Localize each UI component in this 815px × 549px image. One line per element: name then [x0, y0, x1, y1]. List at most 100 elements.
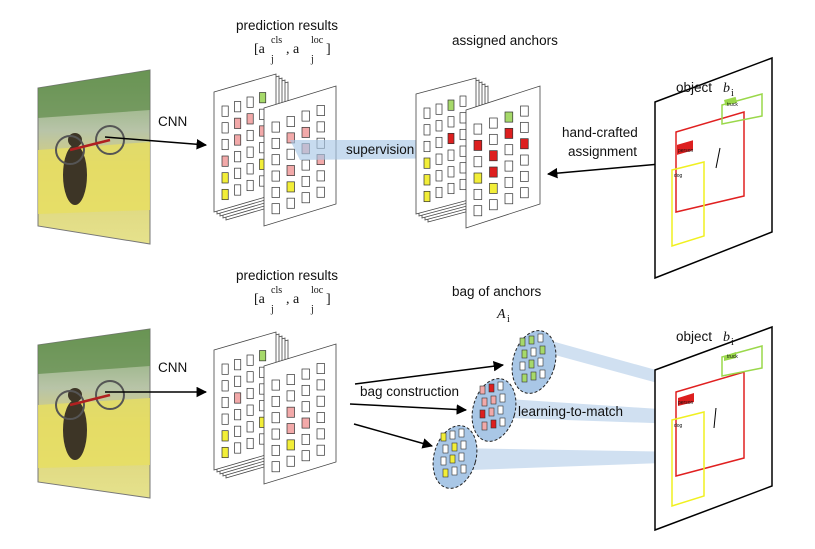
- anchor-cell: [504, 160, 514, 172]
- svg-text:j: j: [310, 54, 314, 65]
- bag-anchor-cell: [539, 345, 546, 355]
- bag-anchor-cell: [460, 464, 467, 474]
- bottom-prediction-title: prediction results: [236, 268, 338, 283]
- anchor-cell: [504, 176, 514, 188]
- anchor-cell: [271, 121, 280, 133]
- anchor-cell: [520, 187, 529, 199]
- bag-anchor-cell: [440, 432, 447, 442]
- anchor-cell: [271, 428, 280, 440]
- svg-text:A: A: [496, 307, 506, 322]
- anchor-cell: [246, 371, 254, 383]
- anchor-cell: [459, 178, 467, 191]
- anchor-cell: [301, 401, 310, 413]
- anchor-cell: [435, 186, 443, 199]
- anchor-cell: [271, 395, 280, 407]
- anchor-cell: [489, 133, 498, 145]
- bag-anchor-cell: [451, 466, 458, 476]
- anchor-cell: [246, 129, 254, 142]
- anchor-cell: [286, 181, 295, 193]
- bag-anchor-cell: [497, 381, 504, 391]
- bottom-prediction-loc-stack: [263, 343, 337, 485]
- bag-anchor-cell: [490, 395, 497, 405]
- svg-text:i: i: [731, 337, 734, 348]
- anchor-cell: [301, 417, 310, 429]
- anchor-cell: [286, 116, 295, 127]
- bottom-learning-label: learning-to-match: [518, 404, 623, 419]
- anchor-cell: [316, 412, 325, 423]
- top-assignment-arrow: [546, 163, 661, 179]
- anchor-cell: [301, 159, 310, 171]
- anchor-cell: [221, 380, 229, 392]
- bottom-anchor-bags: [432, 330, 557, 489]
- anchor-cell: [246, 387, 254, 400]
- bag-anchor-cell: [481, 397, 488, 407]
- anchor-cell: [271, 186, 280, 198]
- anchor-cell: [447, 182, 455, 195]
- bottom-bag-title: bag of anchors: [452, 284, 542, 299]
- bag-anchor-cell: [530, 371, 537, 381]
- bag-anchor-cell: [449, 430, 456, 440]
- svg-text:[a: [a: [254, 292, 266, 307]
- anchor-cell: [423, 124, 431, 136]
- bottom-bag-symbol: A i: [496, 307, 510, 325]
- anchor-cell: [234, 101, 242, 113]
- anchor-cell: [301, 126, 310, 138]
- bag-anchor-cell: [499, 417, 506, 427]
- anchor-cell: [221, 363, 229, 375]
- anchor-cell: [473, 123, 483, 135]
- bag-anchor-cell: [440, 456, 447, 466]
- anchor-cell: [246, 404, 254, 416]
- anchor-cell: [423, 190, 431, 203]
- top-input-photo: [37, 69, 151, 245]
- anchor-cell: [459, 112, 467, 124]
- svg-text:dog: dog: [674, 173, 683, 179]
- anchor-cell: [316, 379, 325, 391]
- anchor-cell: [221, 446, 229, 459]
- anchor-cell: [504, 144, 514, 156]
- svg-text:cls: cls: [271, 35, 282, 46]
- anchor-cell: [234, 375, 242, 387]
- bag-anchor-cell: [521, 373, 528, 383]
- anchor-cell: [459, 128, 467, 141]
- anchor-cell: [234, 442, 242, 454]
- anchor-cell: [234, 151, 242, 163]
- anchor-cell: [520, 121, 529, 133]
- anchor-cell: [271, 170, 280, 182]
- anchor-cell: [423, 140, 431, 153]
- anchor-cell: [316, 363, 325, 374]
- svg-text:object: object: [676, 80, 712, 95]
- anchor-cell: [221, 138, 229, 151]
- anchor-cell: [271, 154, 280, 166]
- top-cnn-label: CNN: [158, 114, 187, 129]
- anchor-cell: [301, 192, 310, 204]
- anchor-cell: [286, 148, 295, 160]
- anchor-cell: [286, 423, 295, 434]
- anchor-cell: [271, 137, 280, 149]
- anchor-cell: [435, 120, 443, 132]
- bag-anchor-cell: [442, 468, 449, 478]
- bag-anchor-cell: [460, 440, 467, 450]
- anchor-cell: [286, 390, 295, 402]
- bag-arrow-1: [354, 360, 505, 385]
- svg-text:j: j: [310, 304, 314, 315]
- anchor-cell: [447, 132, 455, 145]
- anchor-cell: [316, 170, 325, 182]
- anchor-cell: [504, 193, 514, 205]
- anchor-cell: [221, 396, 229, 409]
- anchor-cell: [435, 136, 443, 149]
- anchor-cell: [316, 121, 325, 133]
- bottom-object-label: object b i: [676, 329, 734, 348]
- svg-text:b: b: [723, 81, 730, 96]
- anchor-cell: [234, 184, 242, 196]
- bottom-cnn-label: CNN: [158, 360, 187, 375]
- anchor-cell: [234, 167, 242, 179]
- anchor-cell: [316, 186, 325, 198]
- top-assignment-label-1: hand-crafted: [562, 125, 638, 140]
- anchor-cell: [316, 105, 325, 116]
- anchor-cell: [489, 182, 498, 194]
- bag-anchor-cell: [530, 347, 537, 357]
- anchor-cell: [423, 157, 431, 169]
- anchor-cell: [286, 374, 295, 385]
- anchor-cell: [286, 406, 295, 418]
- svg-text:loc: loc: [311, 285, 324, 296]
